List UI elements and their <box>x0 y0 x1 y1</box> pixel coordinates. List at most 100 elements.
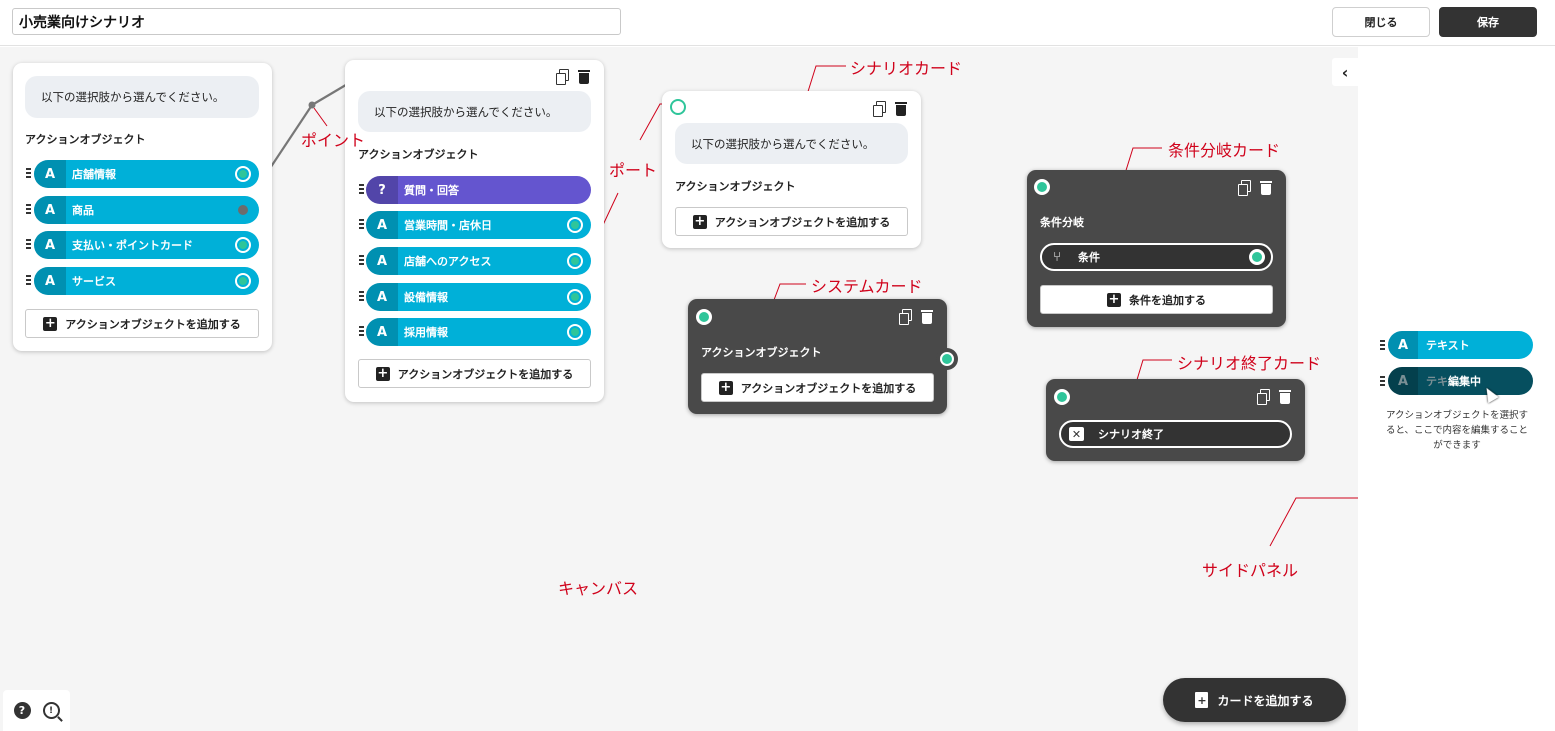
prompt-bubble: 以下の選択肢から選んでください。 <box>358 91 591 132</box>
copy-icon[interactable] <box>872 101 886 117</box>
prompt-bubble: 以下の選択肢から選んでください。 <box>675 123 908 164</box>
copy-icon[interactable] <box>1256 389 1270 405</box>
scenario-card-1[interactable]: 以下の選択肢から選んでください。 アクションオブジェクト A 店舗情報 A 商品… <box>13 63 272 351</box>
text-type-icon: A <box>366 318 398 346</box>
side-item-editing[interactable]: A テキ 編集中 <box>1388 367 1533 395</box>
drag-handle-icon[interactable] <box>26 168 31 180</box>
action-item-payment[interactable]: A 支払い・ポイントカード <box>34 231 259 259</box>
drag-handle-icon[interactable] <box>359 291 364 303</box>
add-action-object-button[interactable]: + アクションオブジェクトを追加する <box>25 309 259 338</box>
add-action-object-button[interactable]: + アクションオブジェクトを追加する <box>675 207 908 236</box>
input-port[interactable] <box>1034 179 1050 195</box>
trash-icon[interactable] <box>894 101 908 116</box>
help-controls: ? ! <box>3 690 70 731</box>
scenario-card-3[interactable]: 以下の選択肢から選んでください。 アクションオブジェクト + アクションオブジェ… <box>662 91 921 248</box>
action-object-heading: アクションオブジェクト <box>701 346 822 359</box>
output-port[interactable] <box>567 289 583 305</box>
help-icon[interactable]: ? <box>13 702 31 719</box>
drag-handle-icon[interactable] <box>359 255 364 267</box>
annotation-canvas: キャンバス <box>558 579 639 598</box>
text-type-icon: A <box>34 160 66 188</box>
condition-item[interactable]: ⑂ 条件 <box>1040 243 1273 271</box>
annotation-end-card: シナリオ終了カード <box>1177 354 1322 373</box>
annotation-branch-card: 条件分岐カード <box>1168 141 1281 160</box>
output-port[interactable] <box>235 237 251 253</box>
copy-icon[interactable] <box>898 309 912 325</box>
side-item-text[interactable]: A テキスト <box>1388 331 1533 359</box>
trash-icon[interactable] <box>1259 180 1273 195</box>
input-port[interactable] <box>670 99 686 115</box>
system-card[interactable]: アクションオブジェクト + アクションオブジェクトを追加する <box>688 299 958 414</box>
end-card[interactable]: ✕ シナリオ終了 <box>1046 379 1305 461</box>
add-card-button[interactable]: + カードを追加する <box>1163 678 1346 722</box>
action-item-hours[interactable]: A 営業時間・店休日 <box>366 211 591 239</box>
branch-card[interactable]: 条件分岐 ⑂ 条件 + 条件を追加する <box>1027 170 1286 327</box>
text-type-icon: A <box>366 283 398 311</box>
text-type-icon: A <box>34 267 66 295</box>
card-tools <box>1237 180 1273 196</box>
action-item-store-info[interactable]: A 店舗情報 <box>34 160 259 188</box>
drag-handle-icon[interactable] <box>1380 376 1385 388</box>
output-port[interactable] <box>567 253 583 269</box>
action-item-qa[interactable]: ? 質問・回答 <box>366 176 591 204</box>
save-button[interactable]: 保存 <box>1439 7 1537 37</box>
annotation-system-card: システムカード <box>811 277 923 296</box>
scenario-title-input[interactable] <box>12 8 621 35</box>
text-type-icon: A <box>366 211 398 239</box>
output-port[interactable] <box>1249 249 1265 265</box>
add-action-object-button[interactable]: + アクションオブジェクトを追加する <box>701 373 934 402</box>
output-port[interactable] <box>235 273 251 289</box>
branch-icon: ⑂ <box>1053 249 1061 265</box>
side-panel-hint: アクションオブジェクトを選択すると、ここで内容を編集することができます <box>1385 410 1529 451</box>
drag-handle-icon[interactable] <box>26 204 31 216</box>
output-port[interactable] <box>235 166 251 182</box>
action-item-access[interactable]: A 店舗へのアクセス <box>366 247 591 275</box>
output-port[interactable] <box>567 217 583 233</box>
branch-heading: 条件分岐 <box>1040 216 1084 229</box>
copy-icon[interactable] <box>1237 180 1251 196</box>
annotation-point: ポイント <box>301 131 366 150</box>
trash-icon[interactable] <box>1278 389 1292 404</box>
plus-icon: + <box>375 365 390 381</box>
trash-icon[interactable] <box>577 69 591 84</box>
zoom-info-icon[interactable]: ! <box>42 702 60 719</box>
close-button[interactable]: 閉じる <box>1332 7 1430 37</box>
drag-handle-icon[interactable] <box>359 219 364 231</box>
prompt-bubble: 以下の選択肢から選んでください。 <box>25 76 259 118</box>
output-port[interactable] <box>936 348 958 370</box>
annotation-scenario-card: シナリオカード <box>850 59 963 78</box>
action-item-facility[interactable]: A 設備情報 <box>366 283 591 311</box>
qa-type-icon: ? <box>366 176 398 204</box>
action-item-service[interactable]: A サービス <box>34 267 259 295</box>
add-condition-button[interactable]: + 条件を追加する <box>1040 285 1273 314</box>
annotation-side-panel: サイドパネル <box>1202 561 1299 580</box>
collapse-panel-button[interactable]: ‹ <box>1332 58 1358 86</box>
end-item[interactable]: ✕ シナリオ終了 <box>1059 420 1292 448</box>
copy-icon[interactable] <box>555 69 569 85</box>
text-type-icon: A <box>34 196 66 224</box>
plus-icon: + <box>43 315 58 331</box>
action-item-product[interactable]: A 商品 <box>34 196 259 224</box>
text-type-icon: A <box>1388 331 1418 359</box>
input-port[interactable] <box>1054 389 1070 405</box>
plus-icon: + <box>692 213 707 229</box>
card-tools <box>898 309 934 325</box>
drag-handle-icon[interactable] <box>1380 340 1385 352</box>
action-object-heading: アクションオブジェクト <box>675 180 796 193</box>
input-port[interactable] <box>696 309 712 325</box>
connected-port[interactable] <box>238 205 248 215</box>
action-item-recruit[interactable]: A 採用情報 <box>366 318 591 346</box>
drag-handle-icon[interactable] <box>359 184 364 196</box>
drag-handle-icon[interactable] <box>26 239 31 251</box>
close-icon: ✕ <box>1069 427 1084 441</box>
drag-handle-icon[interactable] <box>26 275 31 287</box>
text-type-icon: A <box>34 231 66 259</box>
output-port[interactable] <box>567 324 583 340</box>
card-tools <box>1256 389 1292 405</box>
add-action-object-button[interactable]: + アクションオブジェクトを追加する <box>358 359 591 388</box>
scenario-card-2[interactable]: 以下の選択肢から選んでください。 アクションオブジェクト ? 質問・回答 A 営… <box>345 60 604 402</box>
trash-icon[interactable] <box>920 309 934 324</box>
plus-icon: + <box>718 379 733 395</box>
header-bar: 閉じる 保存 <box>0 0 1555 46</box>
drag-handle-icon[interactable] <box>359 326 364 338</box>
